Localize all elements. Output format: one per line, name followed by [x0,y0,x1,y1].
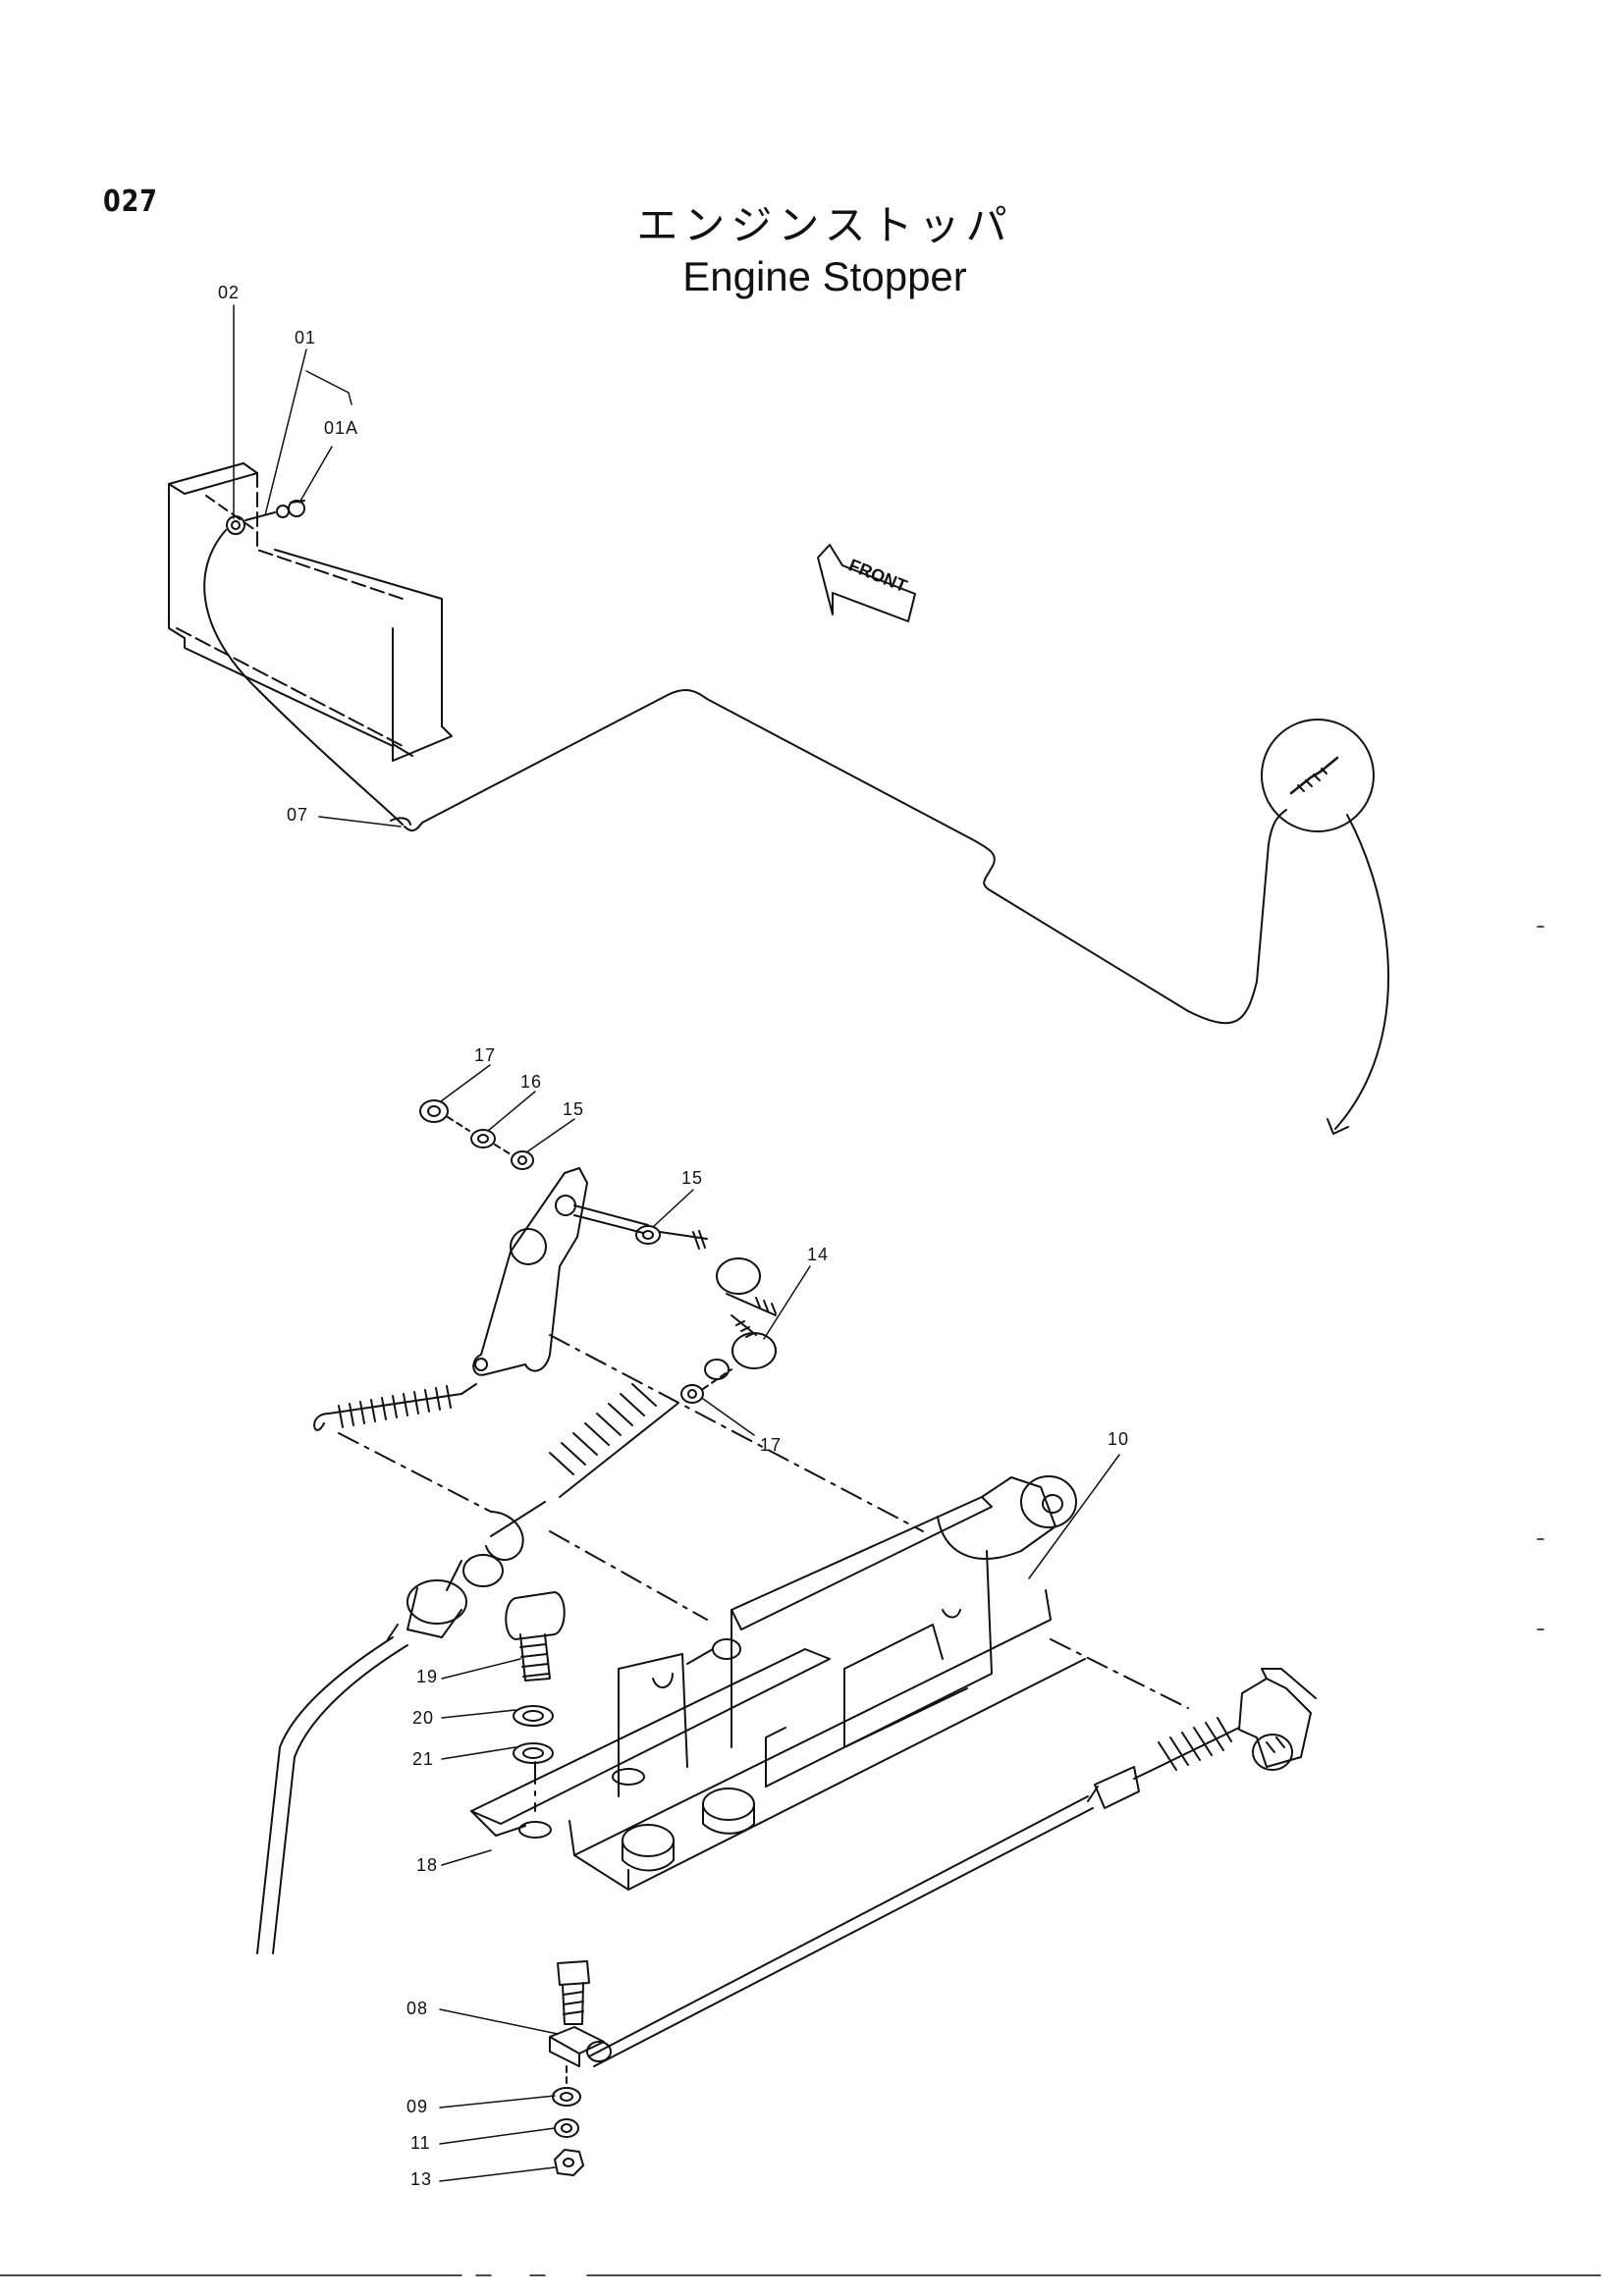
callout-18: 18 [416,1855,439,1875]
callout-01A: 01A [324,418,359,438]
callout-leaders [233,304,1120,2182]
callout-14: 14 [807,1245,830,1264]
callout-11: 11 [410,2133,431,2153]
callout-21: 21 [412,1749,435,1769]
engine-block [168,462,453,762]
callout-10: 10 [1108,1429,1130,1449]
assembly-centerlines [338,1334,1189,1812]
lever-linkage [313,1099,777,1431]
page-number: 027 [103,185,158,219]
callout-15-right: 15 [681,1168,704,1188]
mount-bolt-and-washers [505,1591,566,1764]
cable-end-upper [256,1383,678,1954]
callout-15-left: 15 [563,1099,585,1119]
solenoid-assembly [226,500,305,535]
callout-01: 01 [295,328,317,347]
cable-end-right [588,1668,1317,2067]
title-japanese: エンジンストッパ [636,201,1013,249]
detail-circle-callout [1261,719,1389,1135]
front-label: FRONT [846,555,910,596]
callout-17-lower: 17 [760,1435,783,1455]
front-direction-arrow: FRONT [817,544,916,622]
callout-13: 13 [410,2169,433,2189]
callout-20: 20 [412,1708,435,1728]
callout-16: 16 [520,1072,543,1092]
stop-cable-run [203,529,1287,1025]
callout-19: 19 [416,1667,439,1686]
callout-17-top: 17 [474,1045,497,1065]
callout-02: 02 [218,283,241,302]
bottom-rule [0,926,1601,2276]
callout-09: 09 [406,2097,429,2116]
title-english: Engine Stopper [682,253,967,299]
callout-07: 07 [287,805,309,825]
stopper-bracket [470,1475,1086,1891]
callout-08: 08 [406,1999,429,2018]
cable-clamp-assembly [549,1960,612,2176]
